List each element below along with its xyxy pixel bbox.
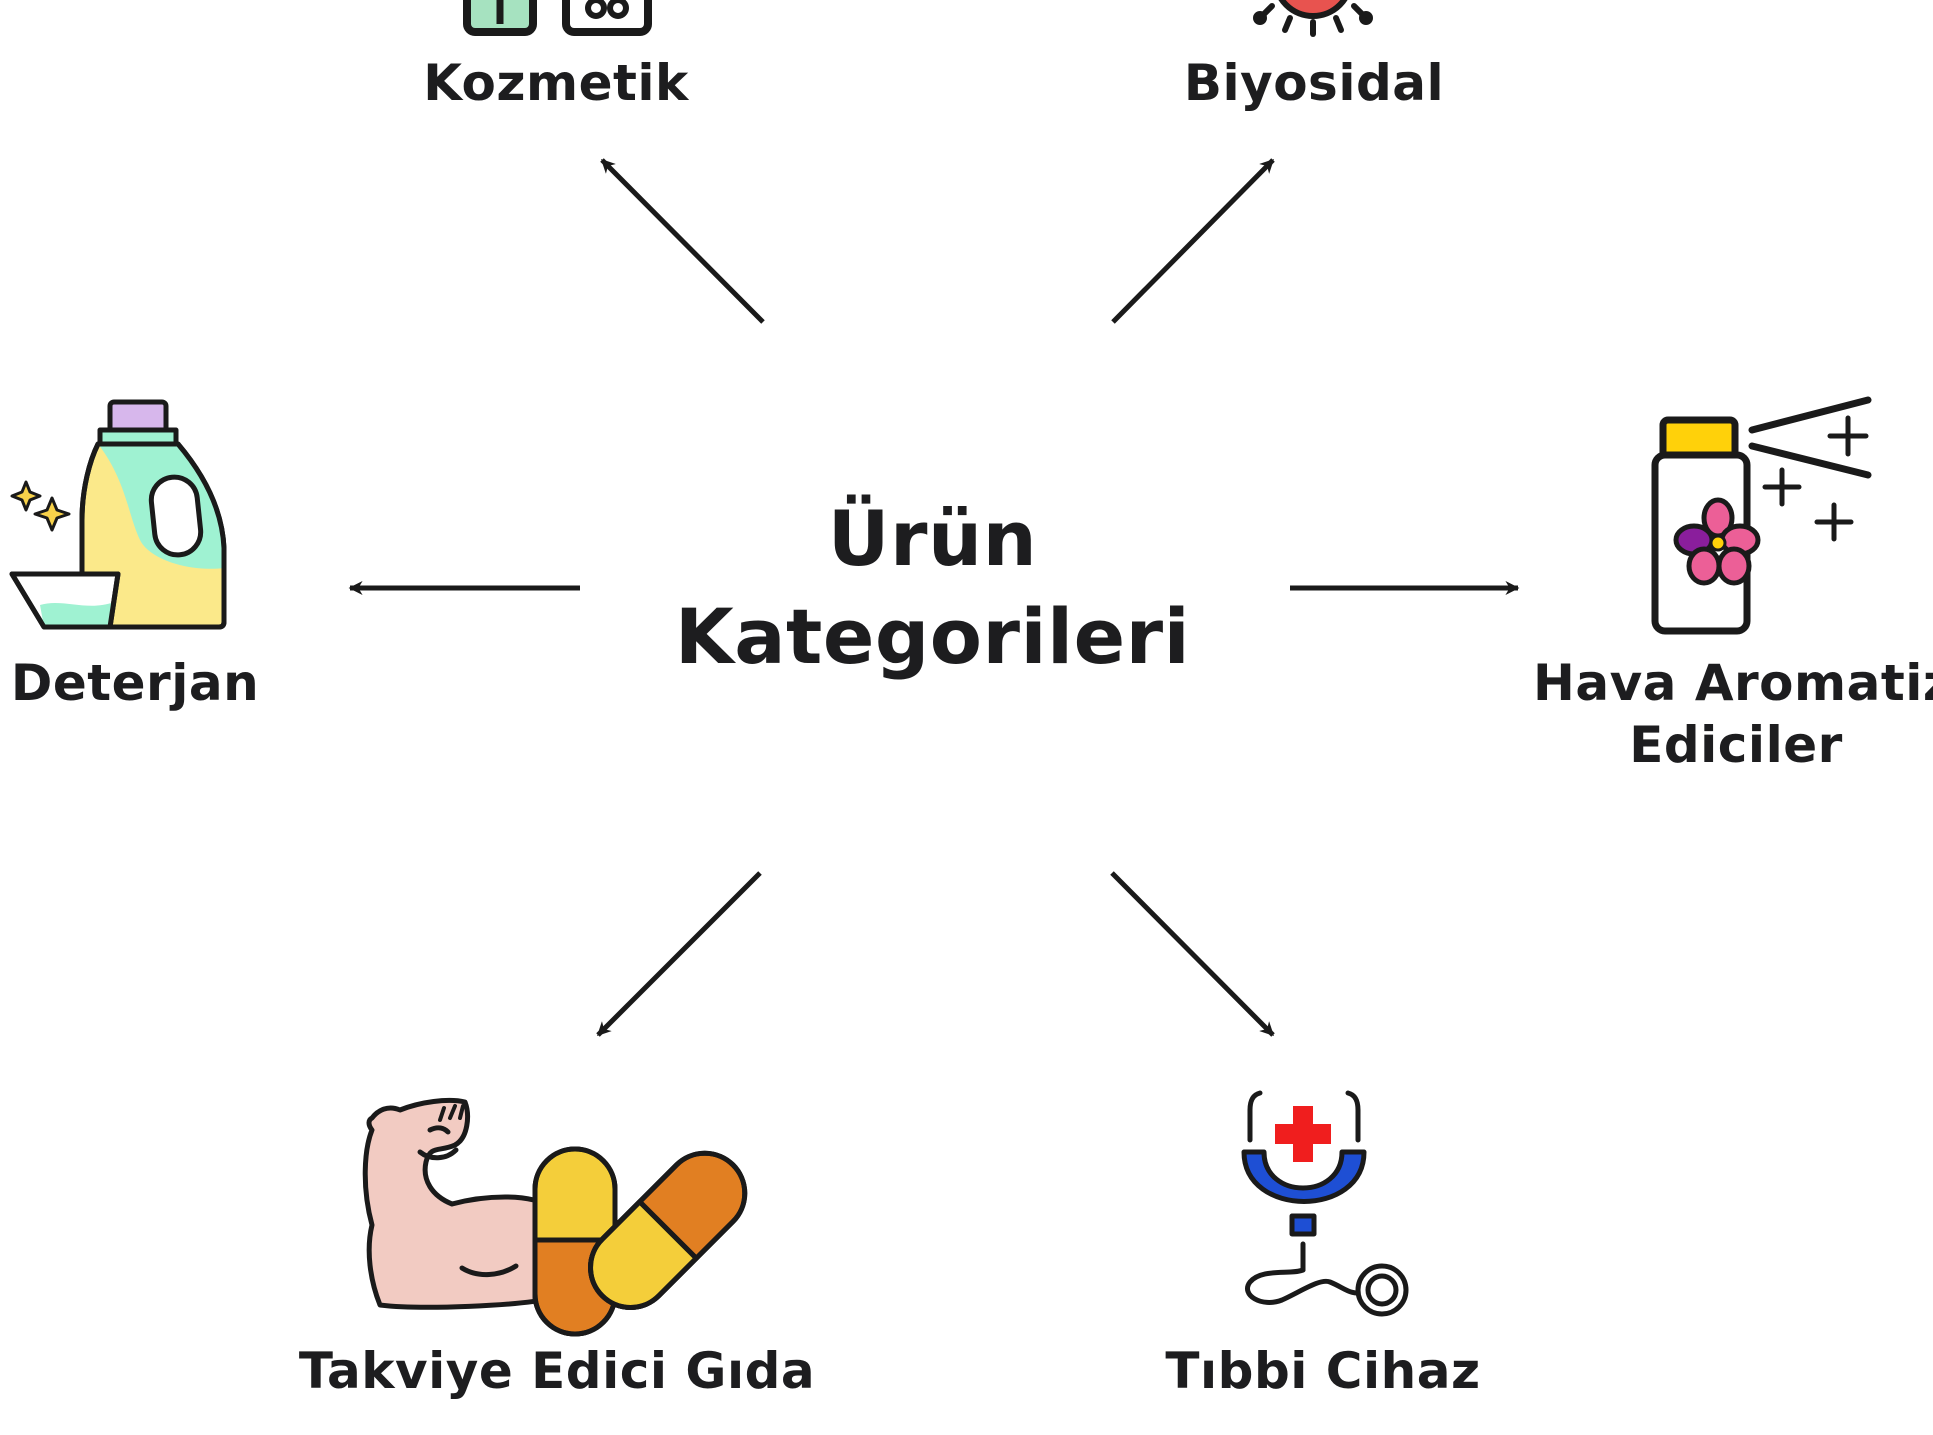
flower-decoration bbox=[1673, 497, 1761, 586]
arrow-to-tibbi-cihaz bbox=[1110, 871, 1275, 1037]
label-ediciler: Ediciler bbox=[1629, 716, 1843, 774]
virus-icon bbox=[1253, 0, 1373, 37]
center-title: Ürün Kategorileri bbox=[620, 490, 1245, 686]
cosmetic-jars-icon bbox=[463, 0, 652, 36]
label-tibbi-cihaz: Tıbbi Cihaz bbox=[1165, 1342, 1481, 1400]
label-kozmetik: Kozmetik bbox=[423, 54, 689, 112]
arrow-to-kozmetik bbox=[600, 158, 765, 324]
arrow-to-biyosidal bbox=[1111, 158, 1275, 324]
stethoscope-icon bbox=[1241, 1090, 1409, 1317]
label-hava-aromatize: Hava Aromatize bbox=[1533, 654, 1933, 712]
label-takviye-edici-gida: Takviye Edici Gıda bbox=[298, 1342, 816, 1400]
arrow-to-takviye bbox=[596, 871, 762, 1037]
muscle-capsule-icon bbox=[362, 1097, 748, 1337]
label-biyosidal: Biyosidal bbox=[1183, 54, 1445, 112]
center-title-line2: Kategorileri bbox=[674, 592, 1191, 681]
detergent-bottle-icon bbox=[9, 399, 227, 630]
air-freshener-spray-icon bbox=[1651, 396, 1872, 635]
label-deterjan: Deterjan bbox=[10, 654, 260, 712]
arrows bbox=[348, 158, 1520, 1037]
center-title-line1: Ürün bbox=[827, 494, 1038, 583]
